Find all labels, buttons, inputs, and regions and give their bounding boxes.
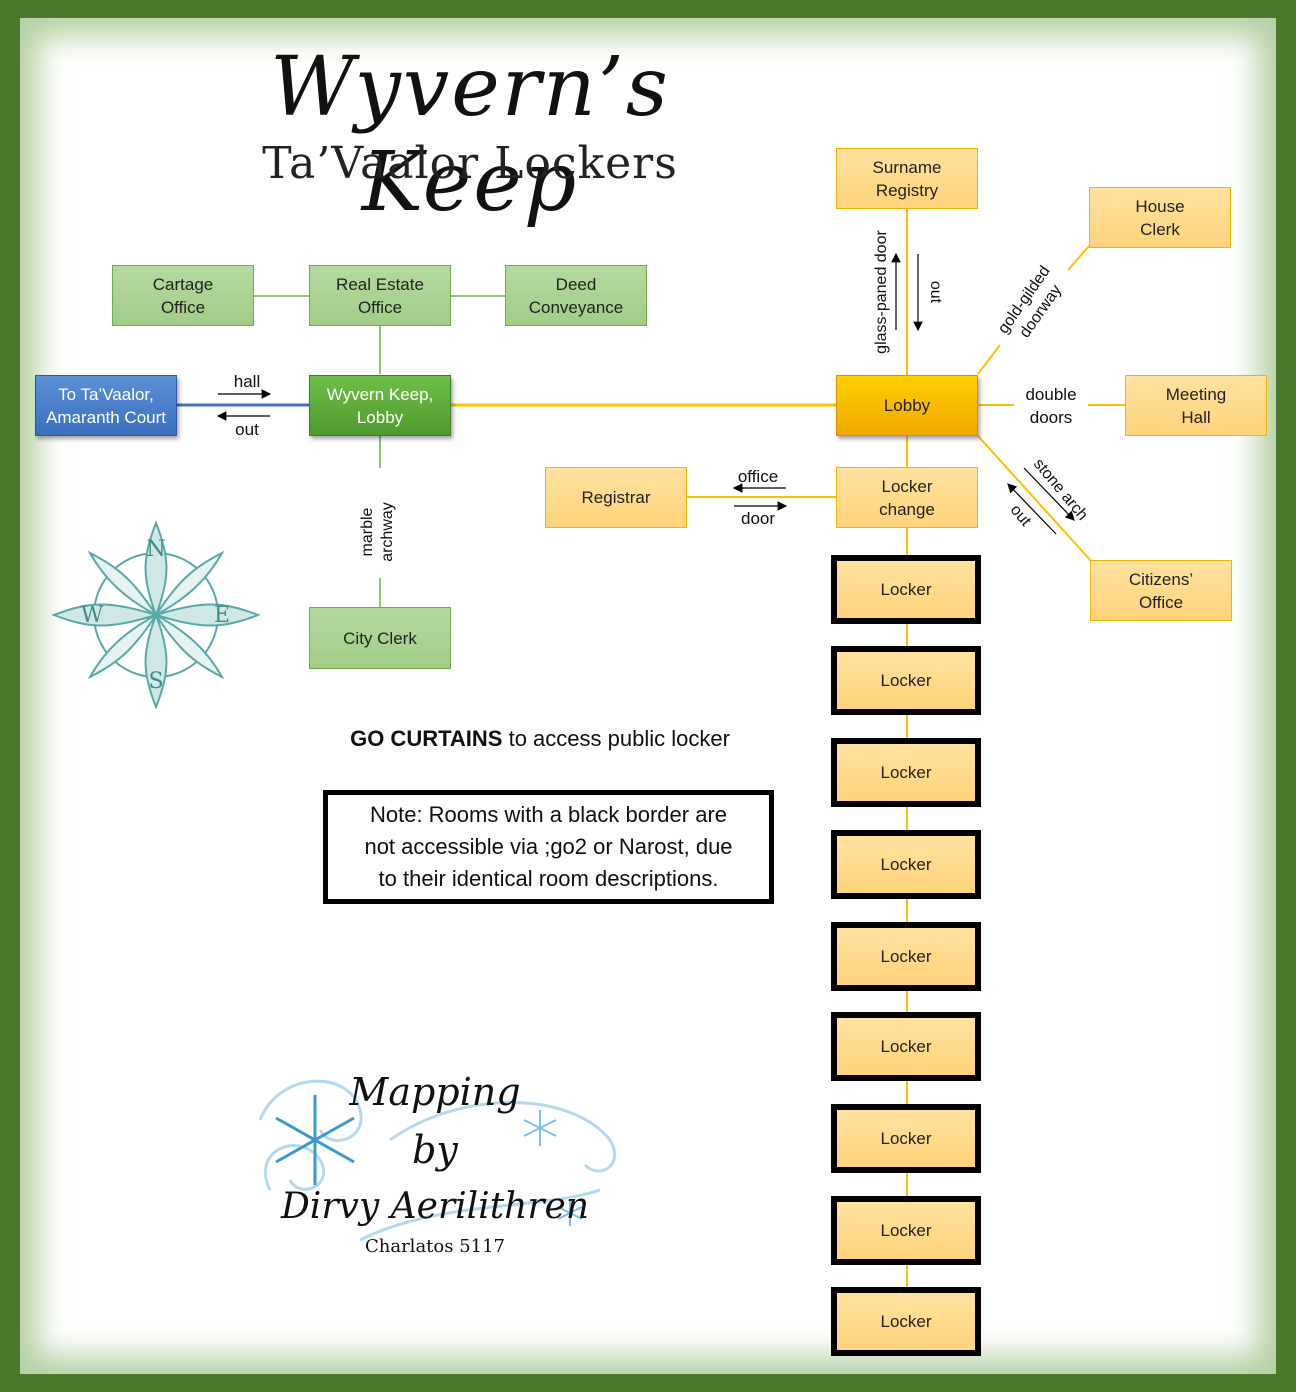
room-locker[interactable]: Locker	[831, 1196, 981, 1265]
room-to-tavaalor[interactable]: To Ta’Vaalor, Amaranth Court	[35, 375, 177, 436]
go-curtains-rest: to access public locker	[502, 726, 730, 751]
label-out-left: out	[235, 420, 259, 439]
compass-east-letter: E	[214, 603, 230, 628]
label-out-top: out	[927, 280, 944, 304]
connector-lobby-house-b	[1067, 245, 1090, 271]
room-locker-change[interactable]: Locker change	[836, 467, 978, 528]
room-lobby[interactable]: Lobby	[836, 375, 978, 436]
arrow-out-stone	[1007, 483, 1057, 535]
map-subtitle: Ta’Vaalor Lockers	[262, 138, 678, 189]
room-locker[interactable]: Locker	[831, 830, 981, 899]
room-locker[interactable]: Locker	[831, 555, 981, 624]
snowflake-swirl-icon	[258, 1079, 617, 1242]
label-door: door	[740, 509, 776, 528]
room-locker[interactable]: Locker	[831, 1287, 981, 1356]
room-locker[interactable]: Locker	[831, 922, 981, 991]
room-citizens-office[interactable]: Citizens’ Office	[1090, 560, 1232, 621]
room-wyvern-keep-lobby[interactable]: Wyvern Keep, Lobby	[309, 375, 451, 436]
room-locker[interactable]: Locker	[831, 738, 981, 807]
note-box: Note: Rooms with a black border are not …	[323, 790, 774, 904]
room-locker[interactable]: Locker	[831, 1012, 981, 1081]
label-office: office	[737, 467, 779, 486]
compass-north-letter: N	[146, 537, 165, 562]
label-hall: hall	[233, 372, 261, 391]
label-double-doors: double doors	[1025, 385, 1077, 427]
credit-mapping: Mapping	[349, 1070, 521, 1114]
compass-west-letter: W	[81, 603, 104, 628]
room-locker[interactable]: Locker	[831, 1104, 981, 1173]
room-real-estate-office[interactable]: Real Estate Office	[309, 265, 451, 326]
room-meeting-hall[interactable]: Meeting Hall	[1125, 375, 1267, 436]
room-deed-conveyance[interactable]: Deed Conveyance	[505, 265, 647, 326]
map-title: Wyvern’s Keep	[270, 40, 670, 230]
connector-lobby-house-a	[977, 344, 1001, 375]
map-canvas	[20, 18, 1276, 1374]
arrow-stone	[1023, 467, 1075, 521]
go-curtains-command: GO CURTAINS	[350, 726, 503, 751]
credit-character: Charlatos 5117	[364, 1236, 506, 1257]
credit-author: Dirvy Aerilithren	[280, 1186, 590, 1227]
room-city-clerk[interactable]: City Clerk	[309, 607, 451, 669]
room-locker[interactable]: Locker	[831, 646, 981, 715]
label-marble-archway: marble archway	[359, 502, 396, 562]
room-house-clerk[interactable]: House Clerk	[1089, 187, 1231, 248]
connector-lobby-citizens	[977, 435, 1093, 563]
go-curtains-hint: GO CURTAINS to access public locker	[300, 726, 780, 752]
compass-rose-icon: N E S W	[51, 520, 261, 710]
room-registrar[interactable]: Registrar	[545, 467, 687, 528]
room-cartage-office[interactable]: Cartage Office	[112, 265, 254, 326]
credit-by: by	[412, 1128, 458, 1172]
compass-south-letter: S	[148, 669, 163, 694]
label-glass-paned-door: glass-paned door	[873, 230, 890, 354]
room-surname-registry[interactable]: Surname Registry	[836, 148, 978, 209]
